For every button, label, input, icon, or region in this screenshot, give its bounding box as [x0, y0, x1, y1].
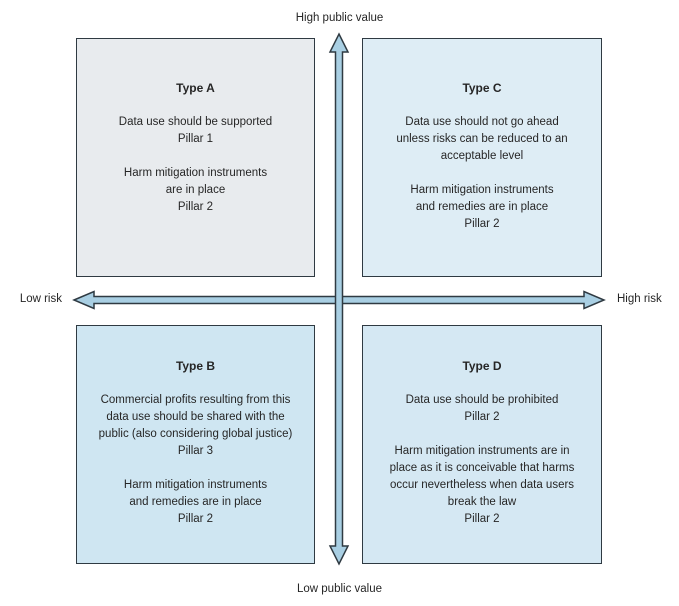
quadrant-type-a: Type A Data use should be supported Pill… — [76, 38, 315, 277]
quadrant-paragraph: Data use should be supported Pillar 1 — [118, 116, 273, 145]
quadrant-paragraph: Harm mitigation instruments are in place… — [389, 445, 575, 525]
quadrant-title: Type C — [462, 81, 502, 95]
quadrant-title: Type A — [176, 81, 215, 95]
quadrant-type-d: Type D Data use should be prohibited Pil… — [362, 325, 602, 564]
quadrant-title: Type D — [462, 359, 502, 373]
quadrant-paragraph: Commercial profits resulting from this d… — [98, 394, 293, 457]
axis-label-high-risk: High risk — [617, 293, 662, 305]
quadrant-type-c: Type C Data use should not go ahead unle… — [362, 38, 602, 277]
axis-label-low-risk: Low risk — [19, 293, 62, 305]
axis-label-high-public-value: High public value — [295, 12, 384, 24]
quadrant-title: Type B — [175, 359, 216, 373]
axis-label-low-public-value: Low public value — [296, 583, 383, 595]
quadrant-paragraph: Data use should be prohibited Pillar 2 — [405, 394, 559, 423]
quadrant-paragraph: Harm mitigation instruments are in place… — [123, 167, 268, 213]
quadrant-paragraph: Harm mitigation instruments and remedies… — [123, 479, 268, 525]
vertical-axis-arrow — [328, 32, 350, 566]
quadrant-paragraph: Data use should not go ahead unless risk… — [396, 116, 568, 162]
quadrant-type-b: Type B Commercial profits resulting from… — [76, 325, 315, 564]
quadrant-paragraph: Harm mitigation instruments and remedies… — [410, 184, 554, 230]
